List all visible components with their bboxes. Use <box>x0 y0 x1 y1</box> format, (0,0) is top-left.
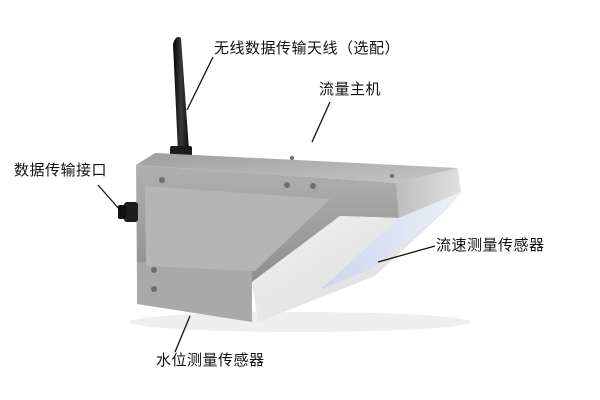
data-port-label: 数据传输接口 <box>14 161 108 179</box>
screw <box>390 174 394 178</box>
velocity-sensor-label: 流速测量传感器 <box>436 236 545 254</box>
screw <box>151 286 157 292</box>
level-sensor-label: 水位测量传感器 <box>156 351 265 369</box>
leader-level <box>174 315 191 353</box>
antenna-label: 无线数据传输天线（选配） <box>214 39 401 57</box>
antenna-icon <box>168 36 194 164</box>
leader-antenna <box>186 56 214 111</box>
screw <box>151 267 157 273</box>
front-inset <box>145 186 330 271</box>
housing-side <box>396 168 461 218</box>
housing-top <box>136 153 458 183</box>
screw <box>284 182 290 188</box>
data-port-icon <box>118 202 138 222</box>
housing-leg <box>137 262 252 322</box>
screw <box>290 156 294 160</box>
leader-velocity <box>377 245 436 263</box>
velocity-sensor-face <box>320 192 461 290</box>
screw <box>310 183 316 189</box>
leader-host <box>311 101 331 143</box>
host-label: 流量主机 <box>319 80 382 98</box>
leader-port <box>97 184 121 211</box>
screw <box>159 177 165 183</box>
ground-shadow <box>130 312 470 332</box>
